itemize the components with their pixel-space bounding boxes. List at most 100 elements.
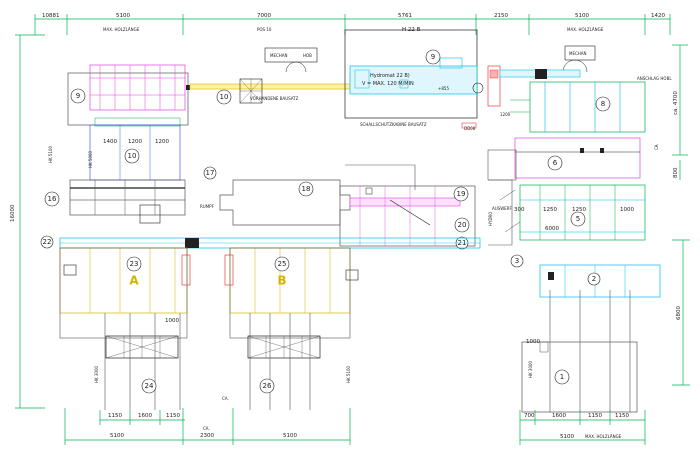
dim-br-sub-1: 1600 (552, 413, 566, 419)
station-18-machine (219, 164, 416, 226)
dim-300: 300 (514, 207, 525, 213)
station-24-marker (141, 378, 157, 394)
station-8-number: 8 (601, 100, 605, 108)
right-dimension (672, 44, 690, 386)
station-1-marker (554, 369, 570, 385)
max-holzlaenge-right: MAX. HOLZLÄNGE (567, 27, 604, 32)
dim-mid-left-0: 1400 (103, 139, 117, 145)
station-23-marker (126, 256, 142, 272)
dd08-label: DD08 (464, 126, 476, 131)
station-26-marker (259, 378, 275, 394)
station-12-marker (124, 148, 140, 164)
station-1-number: 1 (560, 373, 564, 381)
dim-left-small: 1000 (526, 339, 540, 345)
station-17-number: 17 (206, 169, 215, 177)
station-18-number: 18 (302, 185, 311, 193)
rumpf-label: RUMPF (200, 204, 215, 209)
station-19-number: 19 (457, 190, 466, 198)
dim-right-bottom: 6800 (676, 306, 682, 320)
dim-mid-small: 1000 (165, 318, 179, 324)
dim-mid-right-0: 1250 (543, 207, 557, 213)
bay-length-4: HK 3000 (528, 360, 533, 378)
dim-bl-sub-1: 1600 (138, 413, 152, 419)
station-22-number: 22 (43, 238, 52, 246)
dim-br-sub-0: 700 (524, 413, 535, 419)
station-12-frame (89, 117, 181, 181)
station-24-number: 24 (145, 382, 154, 390)
station-17-marker (203, 166, 217, 180)
station-16-marker (44, 191, 60, 207)
dd08-box (461, 122, 477, 129)
station-16-feeder (69, 179, 186, 224)
station-25-number: 25 (278, 260, 287, 268)
dim-br-sub-3: 1150 (615, 413, 629, 419)
ca2-label: CA. (222, 396, 229, 401)
station-19-21-conveyor (339, 185, 476, 247)
dim-mid-right-2: 1000 (620, 207, 634, 213)
hob-label: HOB (303, 53, 312, 58)
dim-right-top: ca. 4700 (673, 91, 679, 115)
station-12-number: 10 (128, 152, 137, 160)
mechan-box-right (499, 45, 596, 79)
bay-length-0: HK 5100 (48, 145, 53, 163)
station-8-marker (595, 96, 611, 112)
side-a-label: A (129, 274, 139, 288)
line-a-stacker (59, 247, 191, 410)
bottom-dimension-chain (64, 408, 351, 445)
station-9-planer (344, 29, 501, 119)
dim-top-0: 10881 (42, 13, 60, 19)
station-22-marker (40, 235, 54, 249)
station-10-number: 10 (220, 93, 229, 101)
station-3-marker (510, 254, 524, 268)
max-holzlaenge-left: MAX. HOLZLÄNGE (103, 27, 140, 32)
dim-top-2: 7000 (257, 13, 271, 19)
station-5-conveyor (519, 184, 646, 241)
station-6-frame (487, 137, 641, 181)
hydromat-line1: Hydromat 22 B) (370, 73, 410, 79)
station-26-number: 26 (263, 382, 272, 390)
bottom-right-dimension (519, 410, 646, 445)
station-18-marker (298, 181, 314, 197)
station-11-table (67, 64, 190, 126)
station-20-number: 20 (458, 221, 467, 229)
station-6-marker (547, 155, 563, 171)
dim-bottom-1: 2300 (200, 433, 214, 439)
station-5-marker (570, 211, 586, 227)
dim-br-sub-2: 1150 (588, 413, 602, 419)
dim-bl-sub-0: 1150 (108, 413, 122, 419)
station-19-marker (453, 186, 469, 202)
station-11-number: 9 (76, 92, 80, 100)
dim-left: 16000 (10, 204, 16, 222)
station-5-number: 5 (576, 215, 580, 223)
dim-top-5: 5100 (575, 13, 589, 19)
station-1-stacker (521, 290, 638, 413)
size-1200: 1200 (500, 112, 511, 117)
schallschutz-label: SCHALLSCHUTZKABINE BAUSATZ (360, 122, 427, 127)
station-2-cross-transfer (539, 264, 661, 298)
dim-bottom-ca: CA. (203, 426, 210, 431)
station-6-number: 6 (553, 159, 558, 167)
auswerf-label: AUSWERF (492, 206, 512, 211)
station-10-marker (216, 89, 232, 105)
outfeed-area (488, 179, 521, 246)
dim-bottom-right: 5100 (560, 434, 574, 440)
anschlag-hobel: ANSCHLAG HOBL (637, 76, 672, 81)
station-11-marker (70, 88, 86, 104)
side-b-label: B (277, 274, 286, 288)
station-2-marker (587, 272, 601, 286)
station-9-number: 9 (431, 53, 435, 61)
line-b-stacker (224, 247, 359, 410)
station-8-transfer (510, 81, 646, 133)
dim-top-4: 2150 (494, 13, 508, 19)
dim-top-1: 5100 (116, 13, 130, 19)
cross-conveyor-row (59, 237, 481, 249)
ca-right: CA (654, 144, 659, 150)
dim-mid-left-1: 1200 (128, 139, 142, 145)
dim-bl-sub-2: 1150 (166, 413, 180, 419)
dim-mid-left-2: 1200 (155, 139, 169, 145)
dim-mid-right-1: 1250 (572, 207, 586, 213)
dim-6000: 6000 (545, 226, 559, 232)
dim-bottom-2: 5100 (283, 433, 297, 439)
vorhandene-bausatz: VORHANDENE BAUSATZ (250, 96, 299, 101)
bay-length-3: HK 5100 (346, 365, 351, 383)
